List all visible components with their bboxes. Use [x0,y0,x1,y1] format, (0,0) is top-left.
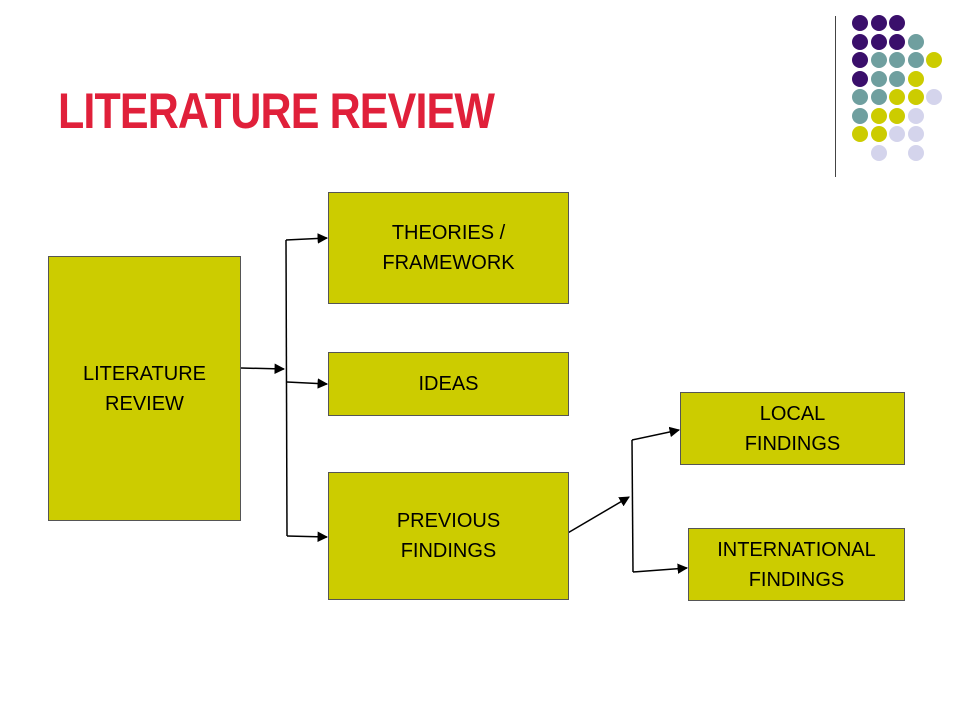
decorative-dot [889,15,905,31]
box-local-findings: LOCAL FINDINGS [680,392,905,465]
decorative-dot [926,52,942,68]
decorative-dot [852,107,868,124]
decorative-dot [907,126,924,142]
decorative-dot [870,89,887,105]
connector-to-previous [286,531,329,543]
decorative-dot [870,52,887,68]
decorative-dot [852,52,868,68]
decorative-dot [907,52,924,68]
decorative-dot [852,126,868,142]
connector-to-theories [285,233,329,244]
branch-vertical-right [631,439,634,573]
decorative-dot [870,126,887,142]
decorative-dot [852,33,868,50]
box-previous-findings: PREVIOUS FINDINGS [328,472,569,600]
slide-title: LITERATURE REVIEW [58,83,495,139]
decorative-dot [870,144,887,161]
decorative-dot [907,70,924,87]
connector-to-ideas [286,378,329,389]
decorative-dot [889,126,905,142]
decorative-dot [852,15,868,31]
decorative-dot [852,70,868,87]
decorative-dot [870,107,887,124]
connector-to-international [632,563,689,574]
connector-lit-to-branch [240,363,286,375]
decorative-dot [889,89,905,105]
decorative-dot [870,15,887,31]
branch-vertical-left [285,239,288,537]
decorative-dot [870,70,887,87]
decorative-dot [889,33,905,50]
box-ideas: IDEAS [328,352,569,416]
decorative-dot [907,33,924,50]
box-theories-framework: THEORIES / FRAMEWORK [328,192,569,304]
connector-to-local [631,426,681,441]
connector-prev-to-branch [565,496,630,535]
decorative-dot [870,33,887,50]
decorative-dot [852,89,868,105]
decorative-dot [889,107,905,124]
vertical-divider [835,16,836,177]
decorative-dot [907,89,924,105]
box-international-findings: INTERNATIONAL FINDINGS [688,528,905,601]
decorative-dot [889,70,905,87]
box-literature-review: LITERATURE REVIEW [48,256,241,521]
decorative-dot [926,89,942,105]
decorative-dot [907,107,924,124]
decorative-dot [907,144,924,161]
decorative-dot [889,52,905,68]
